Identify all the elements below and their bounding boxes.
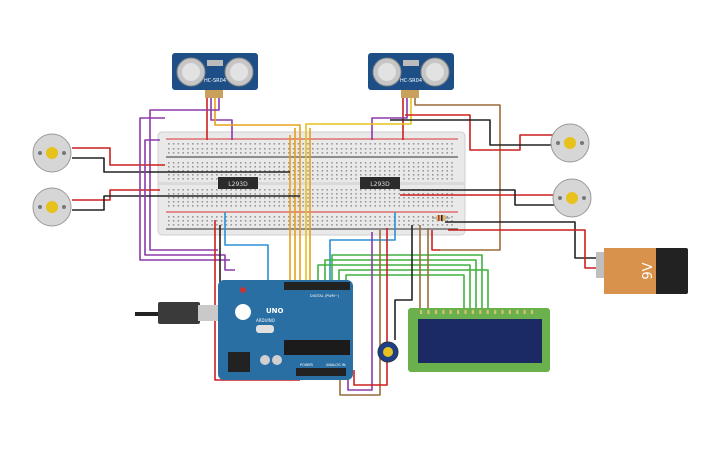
- lcd-pin: [442, 310, 445, 314]
- lcd-pin: [471, 310, 474, 314]
- arduino-brand-label: ARDUINO: [256, 318, 275, 323]
- lcd-pin: [523, 310, 526, 314]
- lcd-pin: [449, 310, 452, 314]
- motor-driver-right[interactable]: L293D: [360, 177, 400, 189]
- power-label: POWER: [300, 363, 314, 367]
- resistor[interactable]: [432, 215, 450, 221]
- arduino-uno[interactable]: UNO ARDUINO DIGITAL (PWM~) POWER ANALOG …: [218, 280, 353, 380]
- analog-header: [296, 368, 346, 376]
- lcd-pin: [420, 310, 423, 314]
- battery-9v[interactable]: 9V: [596, 248, 688, 294]
- lcd-pin: [531, 310, 534, 314]
- analog-label: ANALOG IN: [326, 363, 346, 367]
- microcontroller-chip: [284, 340, 350, 355]
- lcd-pin: [501, 310, 504, 314]
- power-jack: [228, 352, 250, 372]
- lcd-pin: [434, 310, 437, 314]
- reset-button-icon: [240, 287, 246, 293]
- lcd-pin: [464, 310, 467, 314]
- dc-motor-top-left[interactable]: [32, 133, 72, 173]
- driver-chip-label: L293D: [370, 181, 390, 188]
- arduino-logo-icon: [235, 304, 251, 320]
- lcd-pin: [427, 310, 430, 314]
- driver-chip-label: L293D: [228, 181, 248, 188]
- sensor-model-label: HC-SR04: [204, 78, 226, 84]
- lcd-screen: [418, 319, 542, 363]
- dc-motor-bottom-left[interactable]: [32, 187, 72, 227]
- lcd-pin: [479, 310, 482, 314]
- potentiometer[interactable]: [377, 341, 399, 363]
- digital-label: DIGITAL (PWM~): [310, 294, 340, 298]
- lcd-display[interactable]: [408, 308, 550, 372]
- ultrasonic-sensor-left[interactable]: HC-SR04: [172, 53, 258, 98]
- dc-motor-bottom-right[interactable]: [552, 178, 592, 218]
- breadboard-holes: [168, 143, 453, 226]
- lcd-pin: [457, 310, 460, 314]
- lcd-pin: [494, 310, 497, 314]
- dc-motor-top-right[interactable]: [550, 123, 590, 163]
- digital-header: [284, 282, 350, 290]
- sensor-model-label: HC-SR04: [400, 78, 422, 84]
- lcd-pin: [486, 310, 489, 314]
- lcd-pin-header: [420, 310, 534, 314]
- crystal: [256, 325, 274, 333]
- battery-label: 9V: [641, 262, 656, 279]
- usb-cable: [135, 302, 218, 324]
- motor-driver-left[interactable]: L293D: [218, 177, 258, 189]
- breadboard[interactable]: [157, 131, 466, 236]
- lcd-pin: [516, 310, 519, 314]
- arduino-model-label: UNO: [266, 307, 284, 315]
- ultrasonic-sensor-right[interactable]: HC-SR04: [368, 53, 454, 98]
- wires: [72, 90, 598, 396]
- lcd-pin: [508, 310, 511, 314]
